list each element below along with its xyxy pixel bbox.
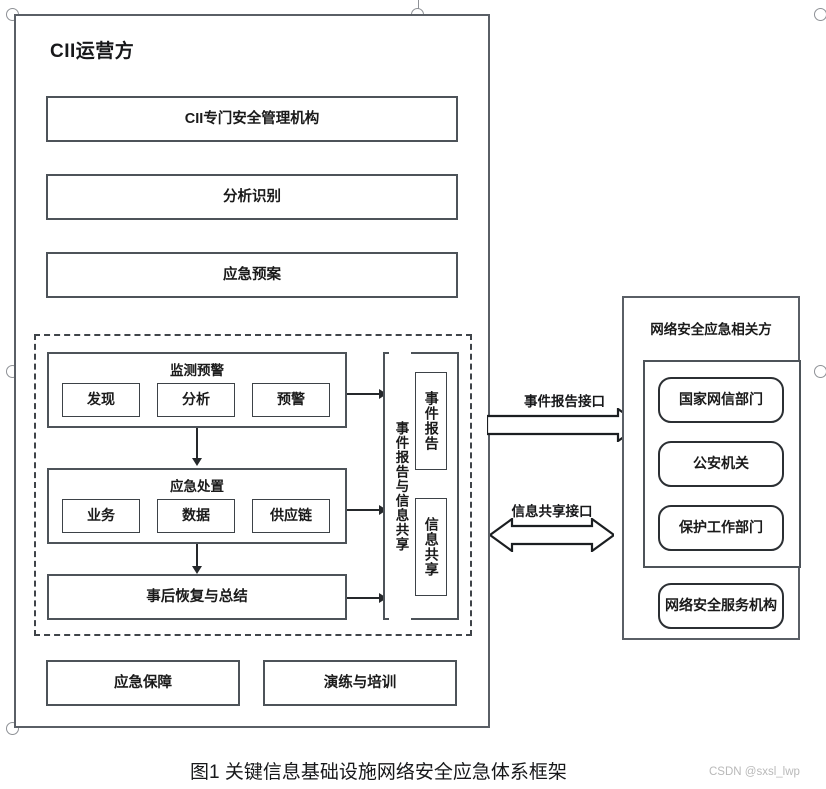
reporting-sharing-sidebar-label: 事件报告与信息共享	[389, 352, 411, 620]
stakeholder-national-cyberspace-dept[interactable]: 国家网信部门	[658, 377, 784, 423]
information-sharing-box[interactable]: 信息共享	[415, 498, 447, 596]
response-item-data[interactable]: 数据	[157, 499, 235, 533]
monitoring-item-discover[interactable]: 发现	[62, 383, 140, 417]
flow-connector-monitoring-to-response	[196, 428, 198, 460]
connector-monitoring-to-sidebar	[347, 393, 383, 395]
figure-caption: 图1 关键信息基础设施网络安全应急体系框架	[190, 762, 567, 783]
event-report-interface-label: 事件报告接口	[524, 394, 605, 409]
monitoring-item-analyze[interactable]: 分析	[157, 383, 235, 417]
response-item-business[interactable]: 业务	[62, 499, 140, 533]
drill-training-box[interactable]: 演练与培训	[263, 660, 457, 706]
stakeholder-panel-title: 网络安全应急相关方	[650, 322, 772, 337]
flow-connector-response-to-recovery	[196, 544, 198, 568]
process-group-dashed-container	[34, 334, 472, 636]
stakeholder-public-security-organ[interactable]: 公安机关	[658, 441, 784, 487]
emergency-support-box[interactable]: 应急保障	[46, 660, 240, 706]
information-sharing-interface-label: 信息共享接口	[511, 504, 593, 519]
information-sharing-interface-arrow[interactable]	[488, 516, 616, 554]
connector-recovery-to-sidebar	[347, 597, 383, 599]
event-report-box[interactable]: 事件报告	[415, 372, 447, 470]
csdn-watermark: CSDN @sxsl_lwp	[709, 766, 800, 778]
selection-handle-top-right[interactable]	[814, 8, 826, 21]
response-item-supply-chain[interactable]: 供应链	[252, 499, 330, 533]
emergency-response-heading: 应急处置	[170, 479, 224, 494]
selection-handle-middle-right[interactable]	[814, 365, 826, 378]
stakeholder-cybersecurity-service-org[interactable]: 网络安全服务机构	[658, 583, 784, 629]
cii-security-management-box[interactable]: CII专门安全管理机构	[46, 96, 458, 142]
post-incident-recovery-box[interactable]: 事后恢复与总结	[47, 574, 347, 620]
monitoring-warning-heading: 监测预警	[170, 363, 224, 378]
flow-arrowhead-response-to-recovery	[191, 566, 202, 574]
event-report-interface-arrow[interactable]	[485, 406, 643, 444]
event-report-arrow-icon	[485, 406, 643, 444]
emergency-plan-box[interactable]: 应急预案	[46, 252, 458, 298]
stakeholder-protection-work-dept[interactable]: 保护工作部门	[658, 505, 784, 551]
information-sharing-arrow-icon	[488, 516, 616, 554]
flow-arrowhead-monitoring-to-response	[191, 458, 202, 466]
analysis-identification-box[interactable]: 分析识别	[46, 174, 458, 220]
cii-operator-panel-title: CII运营方	[50, 41, 135, 62]
monitoring-item-alert[interactable]: 预警	[252, 383, 330, 417]
rotation-handle-line[interactable]	[417, 0, 419, 14]
connector-response-to-sidebar	[347, 509, 383, 511]
